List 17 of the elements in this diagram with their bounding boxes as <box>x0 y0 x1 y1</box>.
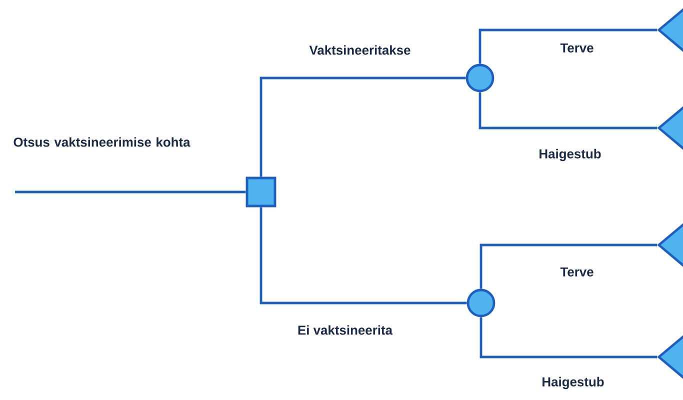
edge-label: Ei vaktsineerita <box>298 325 393 335</box>
edge-label: Haigestub <box>542 376 604 390</box>
connector-line <box>260 76 466 177</box>
chance-circle <box>466 288 496 318</box>
edge-label: Vaktsineeritakse <box>309 45 410 55</box>
connector-line <box>15 190 246 194</box>
connector-line <box>480 317 657 358</box>
chance-circle <box>466 64 494 92</box>
edge-label: Terve <box>560 44 594 53</box>
connector-line <box>478 92 657 130</box>
edge-label: Terve <box>560 268 594 277</box>
connector-line <box>478 28 657 64</box>
connector-line <box>480 244 657 289</box>
edge-label: Haigestub <box>540 148 601 162</box>
connector-line <box>260 207 467 304</box>
edge-label: Otsus vaktsineerimise kohta <box>14 137 190 147</box>
decision-square <box>246 176 276 208</box>
